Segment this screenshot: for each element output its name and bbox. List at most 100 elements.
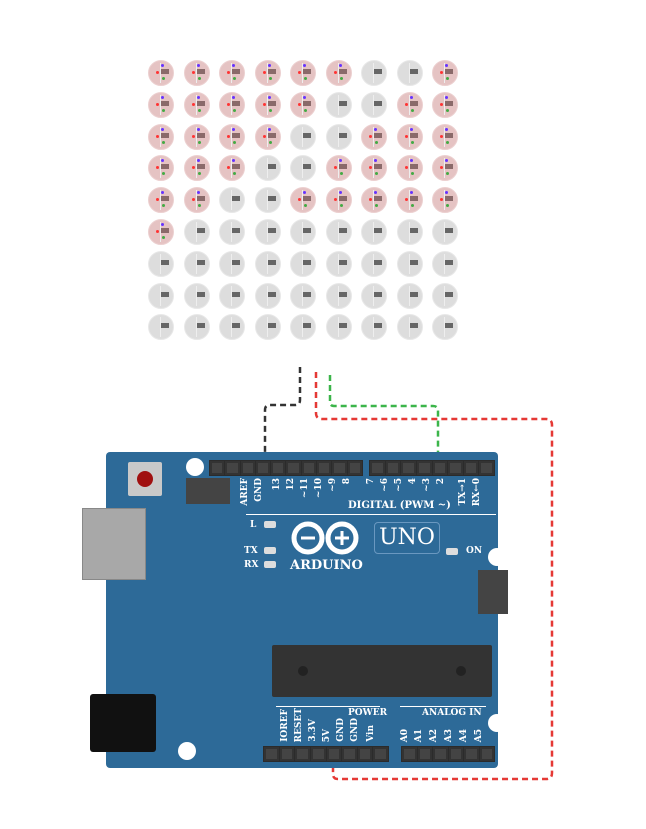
digital-label: DIGITAL (PWM ~) — [348, 500, 451, 511]
mount-hole — [186, 458, 204, 476]
neopixel-led — [361, 250, 387, 277]
header-pin[interactable] — [301, 461, 317, 475]
power-label: POWER — [348, 708, 388, 718]
neopixel-led — [219, 282, 245, 309]
model-label: UNO — [374, 522, 440, 554]
header-pin[interactable] — [342, 747, 357, 761]
power-jack — [90, 694, 156, 752]
led-on-label: ON — [466, 546, 483, 556]
digital-header-right[interactable] — [369, 460, 495, 476]
neopixel-led — [396, 282, 423, 309]
neopixel-led — [432, 187, 458, 214]
header-pin[interactable] — [402, 747, 417, 761]
neopixel-led — [361, 187, 387, 214]
header-pin[interactable] — [286, 461, 301, 475]
header-pin[interactable] — [240, 461, 255, 475]
neopixel-led — [396, 60, 423, 86]
neopixel-led — [219, 155, 245, 182]
neopixel-led — [254, 219, 281, 245]
arduino-uno-board[interactable]: DIGITAL (PWM ~) POWER ANALOG IN L TX RX … — [82, 452, 508, 768]
analog-label: ANALOG IN — [422, 708, 482, 718]
header-pin[interactable] — [417, 747, 432, 761]
neopixel-led — [254, 250, 281, 277]
header-pin[interactable] — [463, 461, 479, 475]
header-pin[interactable] — [264, 747, 279, 761]
neopixel-led — [396, 219, 423, 245]
neopixel-led — [432, 155, 458, 182]
header-pin[interactable] — [317, 461, 332, 475]
header-pin[interactable] — [370, 461, 385, 475]
neopixel-led — [325, 123, 352, 150]
pin-label: 12 — [286, 478, 296, 491]
neopixel-led — [148, 91, 174, 118]
wire-gnd — [263, 367, 302, 456]
pin-label: A3 — [444, 728, 454, 742]
header-pin[interactable] — [479, 461, 494, 475]
neopixel-led — [183, 123, 210, 150]
header-pin[interactable] — [479, 747, 494, 761]
header-pin[interactable] — [271, 461, 286, 475]
led-tx-label: TX — [244, 546, 258, 556]
neopixel-led — [325, 187, 352, 214]
icsp-header-2 — [478, 570, 508, 614]
neopixel-led — [183, 250, 210, 277]
header-pin[interactable] — [310, 747, 326, 761]
reset-button[interactable] — [128, 462, 162, 496]
header-pin[interactable] — [210, 461, 225, 475]
header-pin[interactable] — [464, 747, 479, 761]
neopixel-led — [361, 123, 387, 150]
neopixel-led — [325, 91, 352, 118]
neopixel-led — [219, 187, 245, 214]
neopixel-led — [219, 314, 245, 341]
neopixel-led — [290, 91, 316, 118]
neopixel-led — [183, 314, 210, 341]
neopixel-led — [361, 282, 387, 309]
header-pin[interactable] — [448, 461, 463, 475]
header-pin[interactable] — [279, 747, 295, 761]
power-header[interactable] — [263, 746, 389, 762]
icsp-header — [186, 478, 230, 504]
neopixel-led — [254, 314, 281, 341]
digital-header-left[interactable] — [209, 460, 363, 476]
header-pin[interactable] — [373, 747, 388, 761]
header-pin[interactable] — [401, 461, 416, 475]
neopixel-led — [148, 155, 174, 182]
neopixel-led — [148, 314, 174, 341]
neopixel-led — [148, 282, 174, 309]
neopixel-led — [396, 250, 423, 277]
pin-label: A4 — [459, 728, 469, 742]
header-pin[interactable] — [433, 747, 448, 761]
analog-header[interactable] — [401, 746, 495, 762]
neopixel-led — [325, 219, 352, 245]
led-rx-label: RX — [244, 560, 259, 570]
neopixel-led — [254, 91, 281, 118]
header-pin[interactable] — [255, 461, 271, 475]
pin-label: TX→1 — [458, 478, 468, 506]
header-pin[interactable] — [295, 747, 310, 761]
header-pin[interactable] — [347, 461, 362, 475]
neopixel-led — [290, 250, 316, 277]
header-pin[interactable] — [225, 461, 240, 475]
pin-label: ~3 — [422, 478, 432, 492]
pin-label: 13 — [272, 478, 282, 491]
atmega-chip — [272, 645, 492, 697]
neopixel-matrix[interactable] — [142, 56, 464, 346]
mount-hole — [488, 548, 506, 566]
header-pin[interactable] — [332, 461, 347, 475]
neopixel-led — [396, 91, 423, 118]
header-pin[interactable] — [416, 461, 432, 475]
neopixel-led — [254, 282, 281, 309]
neopixel-led — [254, 123, 281, 150]
header-pin[interactable] — [326, 747, 342, 761]
header-pin[interactable] — [357, 747, 373, 761]
led-on — [446, 548, 458, 555]
neopixel-led — [254, 155, 281, 182]
neopixel-led — [396, 123, 423, 150]
header-pin[interactable] — [385, 461, 401, 475]
neopixel-led — [325, 60, 352, 86]
header-pin[interactable] — [432, 461, 448, 475]
header-pin[interactable] — [448, 747, 463, 761]
pin-label: 2 — [436, 478, 446, 485]
neopixel-led — [361, 60, 387, 86]
